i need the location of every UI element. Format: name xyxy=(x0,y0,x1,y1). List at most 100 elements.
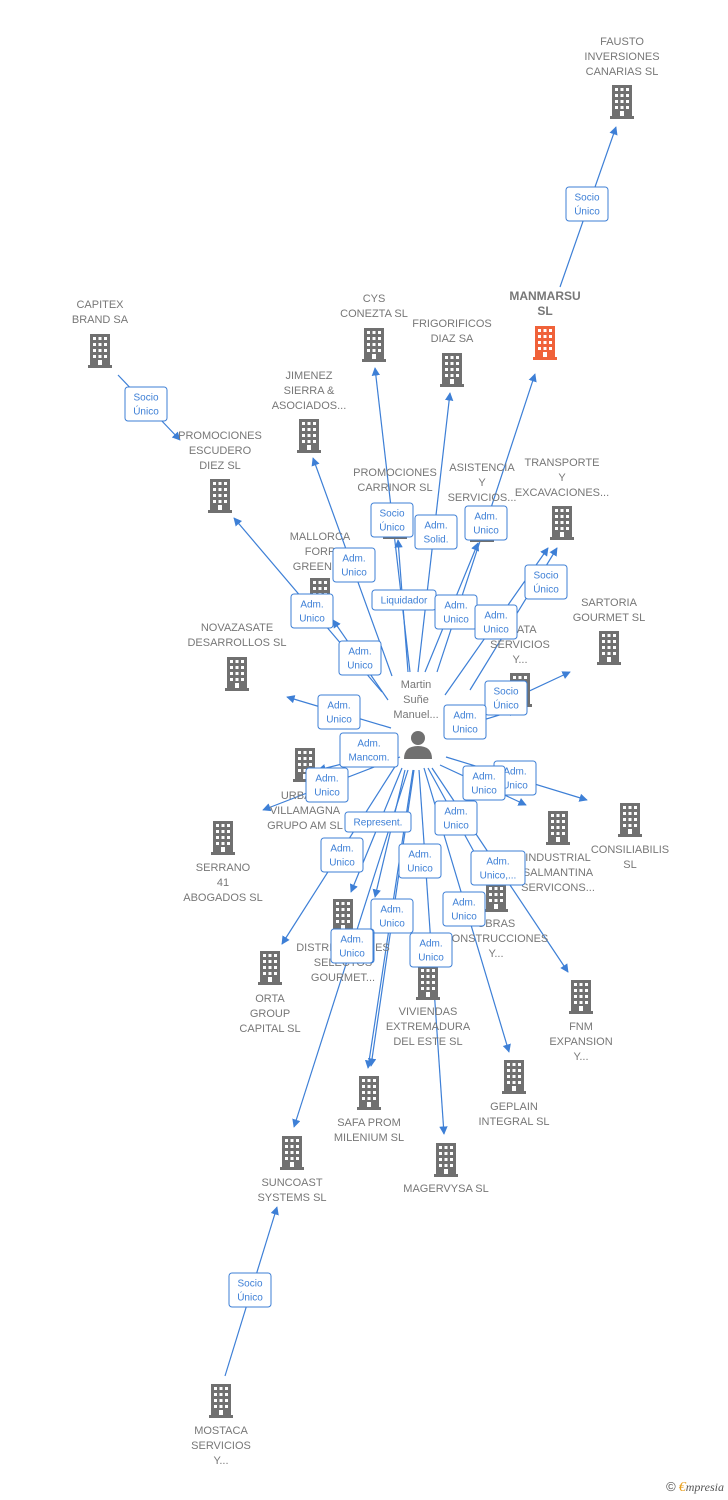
edge-label-center-to-viviendas[interactable]: Adm.Unico xyxy=(398,843,442,879)
company-name: SAFA PROM xyxy=(337,1117,401,1129)
company-node-obras[interactable]: OBRASCONSTRUCCIONESY... xyxy=(444,878,549,960)
edge-label-text: Adm. xyxy=(474,512,497,523)
edge-label-text: Único xyxy=(533,583,559,596)
edge-label-text: Unico xyxy=(341,568,367,579)
edge-label-box xyxy=(409,932,453,968)
company-name: CANARIAS SL xyxy=(586,66,659,78)
company-name: SALMANTINA xyxy=(523,867,594,879)
edge-label-text: Unico xyxy=(418,953,444,964)
edge-label-text: Adm. xyxy=(444,601,467,612)
edge-label-text: Unico xyxy=(452,725,478,736)
edge-label-center-to-manmarsu[interactable]: Adm.Unico xyxy=(464,505,508,541)
company-name: PROMOCIONES xyxy=(353,467,437,479)
company-node-magervysa[interactable]: MAGERVYSA SL xyxy=(403,1143,489,1195)
edge-label-text: Único xyxy=(237,1291,263,1304)
company-name: SUNCOAST xyxy=(261,1177,322,1189)
company-node-transporte[interactable]: TRANSPORTEYEXCAVACIONES... xyxy=(515,457,609,540)
edge-label-center-to-plata[interactable]: Adm.Unico xyxy=(443,704,487,740)
company-name: ASISTENCIA xyxy=(449,462,515,474)
edge-label-center-to-geplain[interactable]: Adm.Unico xyxy=(442,891,486,927)
edge-label-center-to-promociones_escudero[interactable]: Adm.Unico xyxy=(290,593,334,629)
company-name: SERVICONS... xyxy=(521,882,595,894)
company-name: SARTORIA xyxy=(581,597,637,609)
edge-label-box xyxy=(565,186,609,222)
footer-brand: © €mpresia xyxy=(666,1479,724,1496)
company-node-industrial[interactable]: INDUSTRIALSALMANTINASERVICONS... xyxy=(521,811,595,894)
edge-label-center-to-fnm[interactable]: Adm.Unico,... xyxy=(470,850,526,886)
edge-label-center-to-distribuciones[interactable]: Adm.Unico xyxy=(370,898,414,934)
edge-label-center-to-mallorca[interactable]: Adm. Unico xyxy=(338,640,382,676)
building-icon xyxy=(280,1136,304,1170)
edge-label-text: Adm. xyxy=(452,898,475,909)
edge-label-center-to-promociones_carrinor[interactable]: Liquidador xyxy=(371,589,437,611)
edge-label-center-to-urbanizaciones[interactable]: Adm.Mancom. xyxy=(339,732,399,768)
edge-label-center-to-urbanizaciones[interactable]: Adm.Unico xyxy=(305,767,349,803)
edge-label-text: Adm. xyxy=(327,701,350,712)
company-name: SERVICIOS xyxy=(191,1440,251,1452)
brand-name: mpresia xyxy=(685,1480,724,1494)
company-name: MANMARSU xyxy=(509,289,580,303)
building-icon xyxy=(209,1384,233,1418)
company-name: BRAND SA xyxy=(72,314,129,326)
edge-label-box xyxy=(370,502,414,538)
company-name: Y... xyxy=(488,948,503,960)
edge-label-center-to-asistencia[interactable]: Adm.Unico xyxy=(434,594,478,630)
company-node-asistencia[interactable]: ASISTENCIAYSERVICIOS... xyxy=(448,462,517,542)
company-node-mostaca[interactable]: MOSTACASERVICIOSY... xyxy=(191,1384,251,1467)
edge-label-center-to-frigorificos[interactable]: Adm.Solid. xyxy=(414,514,458,550)
edge-label-center-to-suncoast[interactable]: Adm.Unico xyxy=(330,928,374,964)
edge-label-center-to-orta[interactable]: Adm.Unico xyxy=(320,837,364,873)
company-name: FRIGORIFICOS xyxy=(412,318,491,330)
edge-label-center-to-magervysa[interactable]: Adm.Unico xyxy=(409,932,453,968)
building-icon xyxy=(546,811,570,845)
edge-label-box xyxy=(443,704,487,740)
company-node-fnm[interactable]: FNMEXPANSIONY... xyxy=(549,980,613,1063)
edge-label-text: Unico xyxy=(347,661,373,672)
company-name: FORP xyxy=(305,546,336,558)
company-name: EXPANSION xyxy=(549,1036,612,1048)
company-name: GRUPO AM SL xyxy=(267,820,343,832)
company-name: DESARROLLOS SL xyxy=(187,637,286,649)
company-name: 41 xyxy=(217,877,229,889)
edge-label-text: Unico xyxy=(502,781,528,792)
edge-label-center-to-industrial[interactable]: Adm.Unico xyxy=(462,765,506,801)
edge-label-box xyxy=(332,547,376,583)
company-name: Y xyxy=(558,472,566,484)
edge-label-center-to-obras[interactable]: Adm.Unico xyxy=(434,800,478,836)
edge-label-center-to-serrano[interactable]: Represent. xyxy=(344,811,412,833)
company-name: INTEGRAL SL xyxy=(478,1116,549,1128)
edge-label-text: Socio xyxy=(133,393,158,404)
edge-label-box xyxy=(290,593,334,629)
edge-label-text: Adm. xyxy=(348,647,371,658)
person-node-center[interactable]: MartinSuñeManuel... xyxy=(393,679,439,759)
edge-label-center-to-novazasate[interactable]: Adm.Unico xyxy=(317,694,361,730)
building-icon xyxy=(502,1060,526,1094)
edge-label-center-to-jimenez[interactable]: Adm.Unico xyxy=(332,547,376,583)
edge-label-text: Unico xyxy=(471,786,497,797)
company-name: OBRAS xyxy=(477,918,516,930)
edge-label-center-to-transporte[interactable]: Adm.Unico xyxy=(474,604,518,640)
